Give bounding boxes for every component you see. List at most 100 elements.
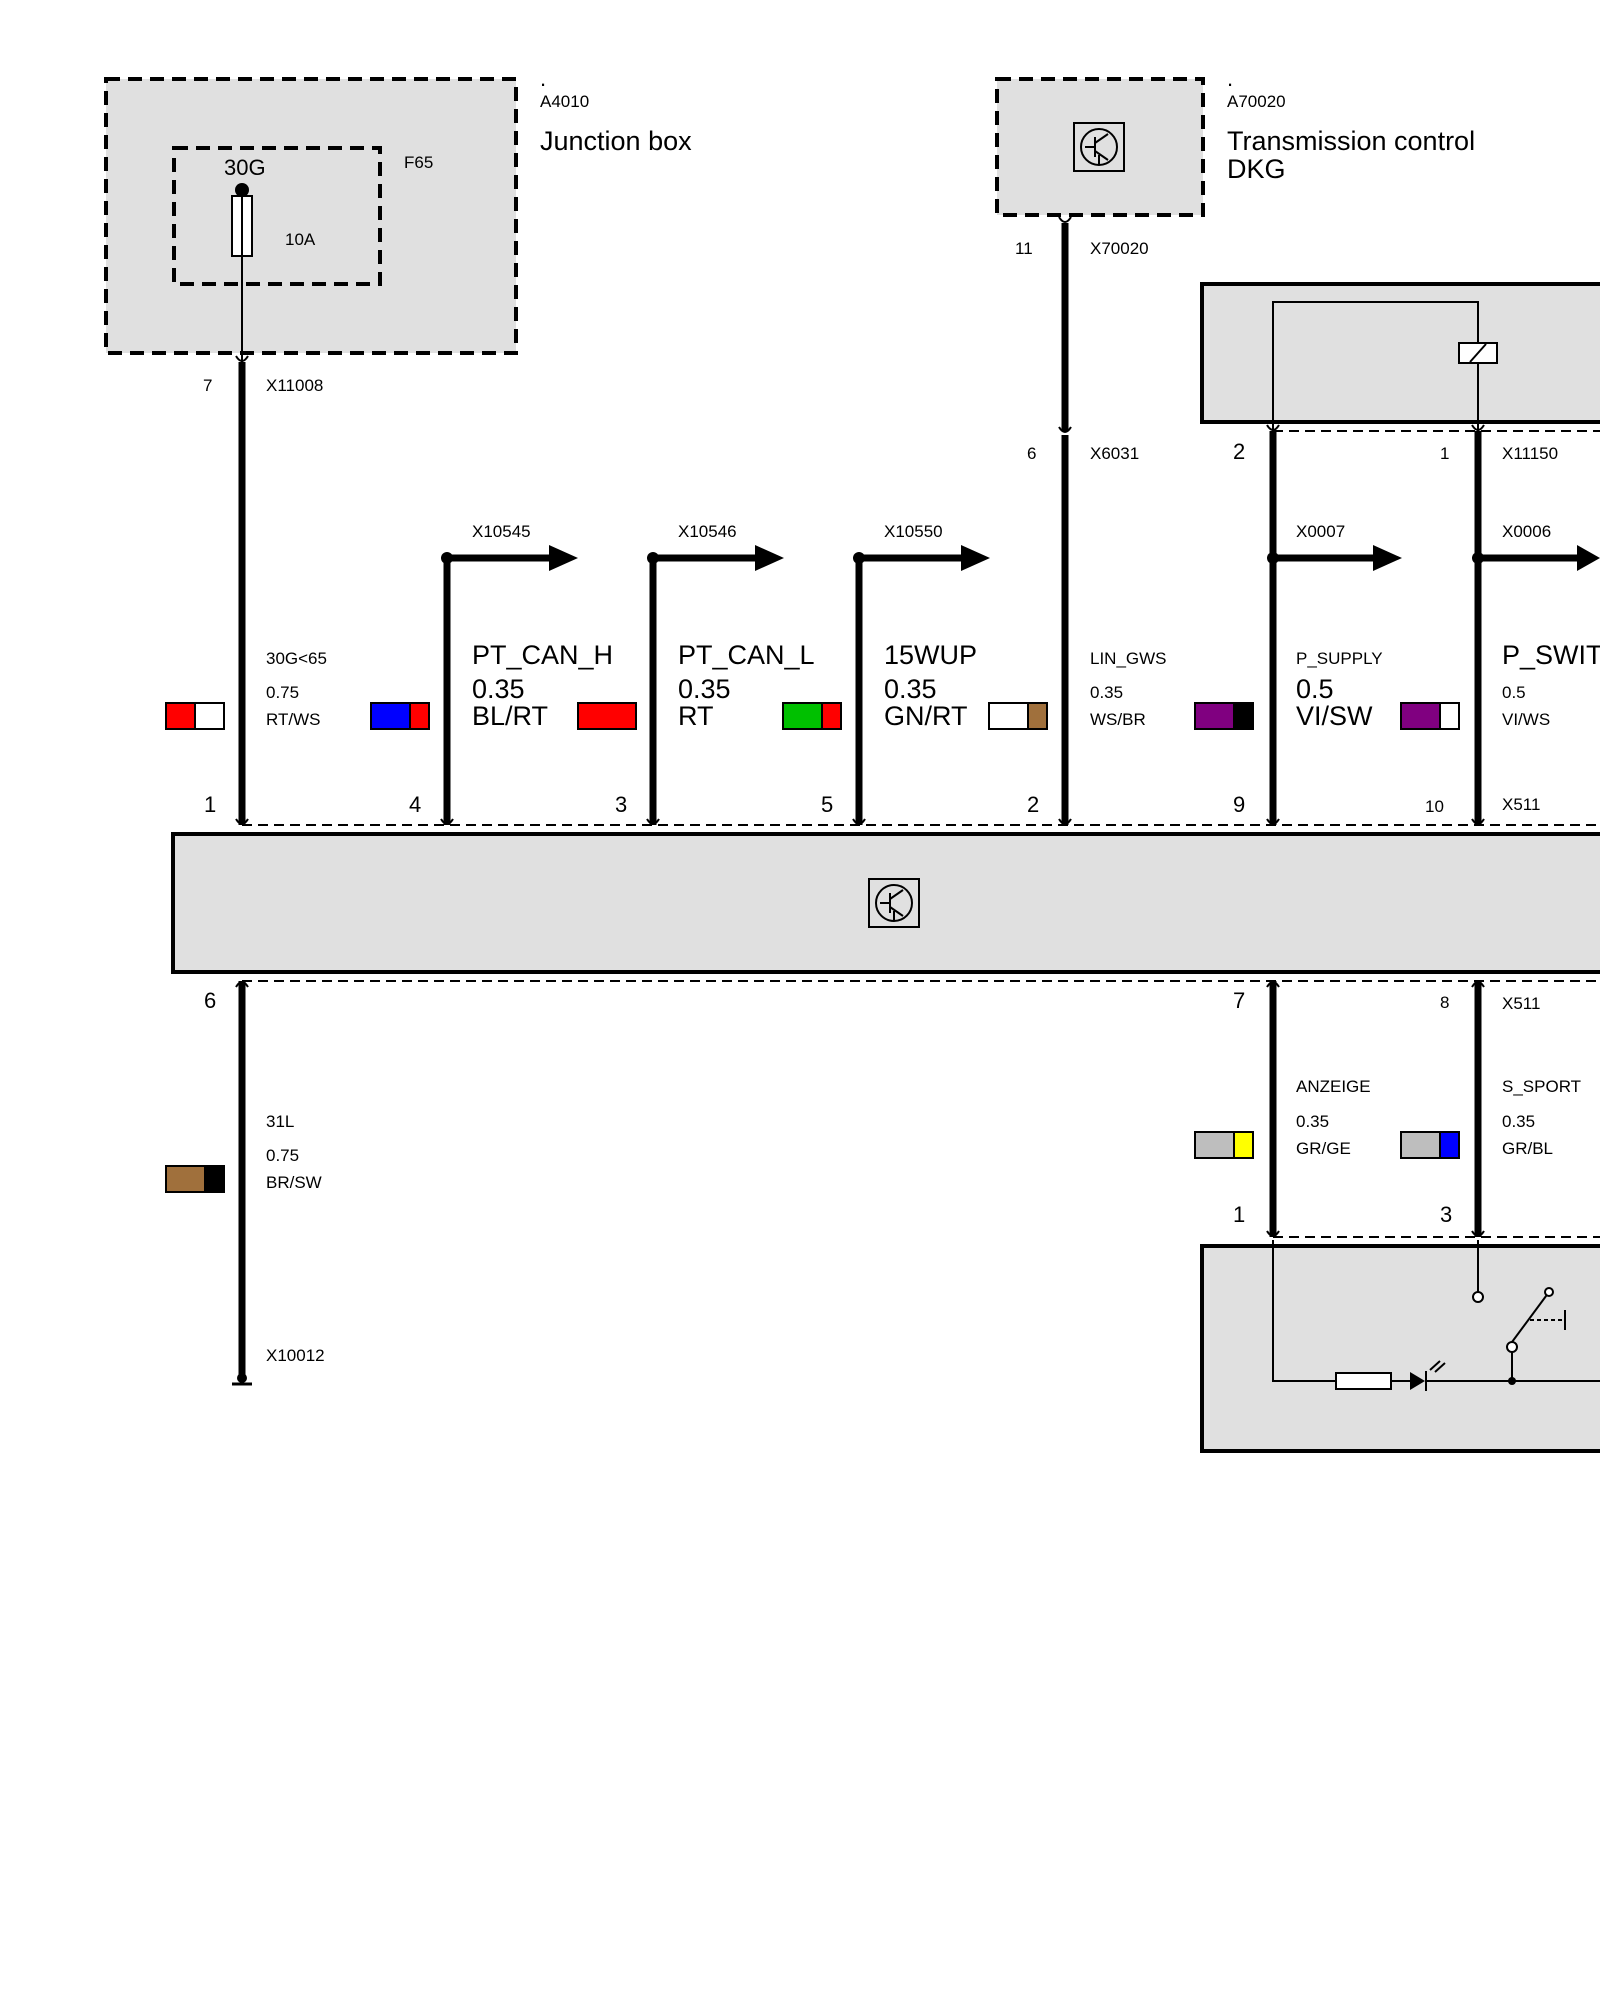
wire-color-swatch	[1400, 702, 1441, 730]
pin-termination-marks	[235, 216, 1485, 1237]
switch-icon	[1472, 1287, 1566, 1385]
wire-pin: 9	[1233, 792, 1245, 817]
transmission-control-name-1: Transmission control	[1227, 126, 1475, 156]
control-unit-icon	[1073, 122, 1125, 172]
wire-lower-pin: 3	[1440, 1202, 1452, 1227]
transmission-control: . A70020 Transmission control DKG 11 X70…	[995, 66, 1475, 463]
wire-gauge: 0.35	[1090, 683, 1123, 702]
junction-box-connector: X11008	[266, 376, 323, 395]
inline-pin: 6	[1027, 444, 1036, 463]
sport-switch-module	[1200, 1236, 1600, 1453]
transmission-control-name-2: DKG	[1227, 154, 1286, 184]
wire-color-swatch	[988, 702, 1029, 730]
ground-terminal-icon	[232, 1373, 252, 1386]
fuse-terminal-label: 30G	[224, 155, 266, 180]
wire-pin: 2	[1027, 792, 1039, 817]
wire-label-lin-gws: LIN_GWS 0.35 WS/BR 2	[988, 649, 1167, 817]
wire-gauge: 0.5	[1502, 683, 1526, 702]
wire-signal: P_SUPPLY	[1296, 649, 1383, 668]
wire-color-code: BR/SW	[266, 1173, 322, 1192]
sport-module-frame	[1200, 1244, 1600, 1453]
branch-label: X0006	[1502, 522, 1551, 541]
wire-gauge: 0.75	[266, 683, 299, 702]
junction-box-dot: .	[540, 66, 546, 91]
wire-label-anzeige: 7 ANZEIGE 0.35 GR/GE 1	[1194, 988, 1371, 1227]
wire-color-code: GN/RT	[884, 701, 968, 731]
transmission-control-pin: 11	[1015, 239, 1033, 258]
inline-connector: X6031	[1090, 444, 1139, 463]
branch-arrows: X10545 X10546 X10550 X0007 X0006	[441, 522, 1600, 571]
main-connector-top: X511	[1502, 795, 1540, 814]
wire-lower-pin: 1	[1233, 1202, 1245, 1227]
branch-label: X10545	[472, 522, 531, 541]
wire-color-swatch	[370, 702, 411, 730]
relay-pin-b: 1	[1440, 444, 1449, 463]
wire-signal: 30G<65	[266, 649, 327, 668]
wire-gauge: 0.35	[1502, 1112, 1535, 1131]
relay-internal-wiring	[1272, 301, 1479, 431]
fuse-id-label: F65	[404, 153, 433, 172]
branch-label: X10546	[678, 522, 737, 541]
top-wire-labels: 30G<65 0.75 RT/WS 1 PT_CAN_H 0.35 BL/RT …	[165, 640, 1600, 817]
ground-connector: X10012	[266, 1346, 325, 1365]
junction-box-code: A4010	[540, 92, 589, 111]
wire-gauge: 0.35	[678, 674, 731, 704]
main-control-unit-icon	[868, 878, 920, 928]
wire-gauge: 0.5	[1296, 674, 1334, 704]
wire-pin: 4	[409, 792, 421, 817]
wire-color-code: RT/WS	[266, 710, 320, 729]
branch-x0007[interactable]: X0007	[1267, 522, 1402, 571]
wire-pin: 7	[1233, 988, 1245, 1013]
wire-color-code: VI/SW	[1296, 701, 1373, 731]
branch-label: X0007	[1296, 522, 1345, 541]
wire-signal: LIN_GWS	[1090, 649, 1167, 668]
wire-color-code: BL/RT	[472, 701, 548, 731]
wire-gauge: 0.35	[1296, 1112, 1329, 1131]
wire-label-p-switch: P_SWITCH 0.5 VI/WS 10	[1400, 640, 1600, 816]
wire-color-code: GR/GE	[1296, 1139, 1351, 1158]
wire-label-15wup: 15WUP 0.35 GN/RT 5	[782, 640, 977, 817]
wire-gauge: 0.75	[266, 1146, 299, 1165]
wire-signal: S_SPORT	[1502, 1077, 1581, 1096]
junction-box-frame	[104, 77, 518, 355]
wire-signal: 15WUP	[884, 640, 977, 670]
resistor-icon	[1335, 1372, 1392, 1390]
wire-signal: ANZEIGE	[1296, 1077, 1371, 1096]
wire-color-code: GR/BL	[1502, 1139, 1553, 1158]
wire-pin: 6	[204, 988, 216, 1013]
branch-label: X10550	[884, 522, 943, 541]
junction-box-name: Junction box	[540, 126, 692, 156]
wire-pin: 3	[615, 792, 627, 817]
junction-box-pin: 7	[203, 376, 212, 395]
wire-label-31l: 6 31L 0.75 BR/SW X10012	[165, 988, 325, 1365]
branch-x10550[interactable]: X10550	[853, 522, 990, 571]
wire-pin: 10	[1425, 797, 1444, 816]
wire-label-30g: 30G<65 0.75 RT/WS 1	[165, 649, 327, 817]
wire-gauge: 0.35	[884, 674, 937, 704]
wire-label-pt-can-h: PT_CAN_H 0.35 BL/RT 4	[370, 640, 613, 817]
transmission-control-connector: X70020	[1090, 239, 1149, 258]
wire-signal: 31L	[266, 1112, 294, 1131]
wire-color-swatch	[165, 1165, 206, 1193]
wire-gauge: 0.35	[472, 674, 525, 704]
fuse-frame	[172, 146, 382, 286]
branch-x10546[interactable]: X10546	[647, 522, 784, 571]
wire-color-swatch	[1194, 702, 1235, 730]
main-module: X511 X511	[171, 795, 1600, 1013]
branch-x10545[interactable]: X10545	[441, 522, 578, 571]
relay-pin-a: 2	[1233, 439, 1245, 464]
wire-label-s-sport: 8 S_SPORT 0.35 GR/BL 3	[1400, 993, 1581, 1227]
transmission-control-dot: .	[1227, 66, 1233, 91]
wire-pin: 8	[1440, 993, 1449, 1012]
branch-x0006[interactable]: X0006	[1472, 522, 1600, 571]
wire-color-swatch	[1400, 1131, 1441, 1159]
wire-signal: PT_CAN_L	[678, 640, 815, 670]
wire-pin: 1	[204, 792, 216, 817]
fuse-rating-label: 10A	[285, 230, 316, 249]
wire-color-swatch	[577, 702, 637, 730]
bottom-wire-labels: 6 31L 0.75 BR/SW X10012 7 ANZEIGE 0.35 G…	[165, 988, 1581, 1365]
wire-pin: 5	[821, 792, 833, 817]
wire-color-swatch	[782, 702, 823, 730]
wire-color-code: VI/WS	[1502, 710, 1550, 729]
